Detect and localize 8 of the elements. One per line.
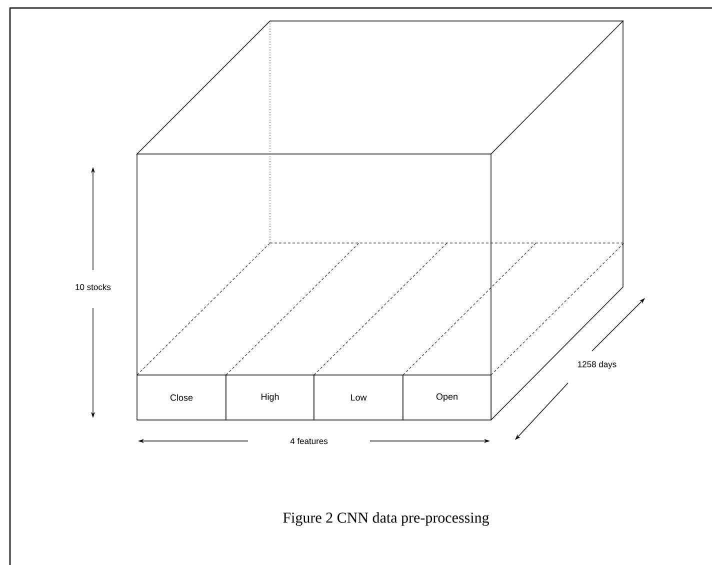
table-cell: Open xyxy=(402,374,492,420)
dimension-label: 1258 days xyxy=(578,361,616,369)
dimension-label: 10 stocks xyxy=(76,284,111,290)
dimension-label: 4 features xyxy=(290,438,328,444)
table-cell: High xyxy=(226,374,314,420)
table-cell: Low xyxy=(314,374,404,420)
caption: Figure 2 CNN data pre-processing xyxy=(283,512,490,526)
table-cell: Close xyxy=(136,374,226,420)
